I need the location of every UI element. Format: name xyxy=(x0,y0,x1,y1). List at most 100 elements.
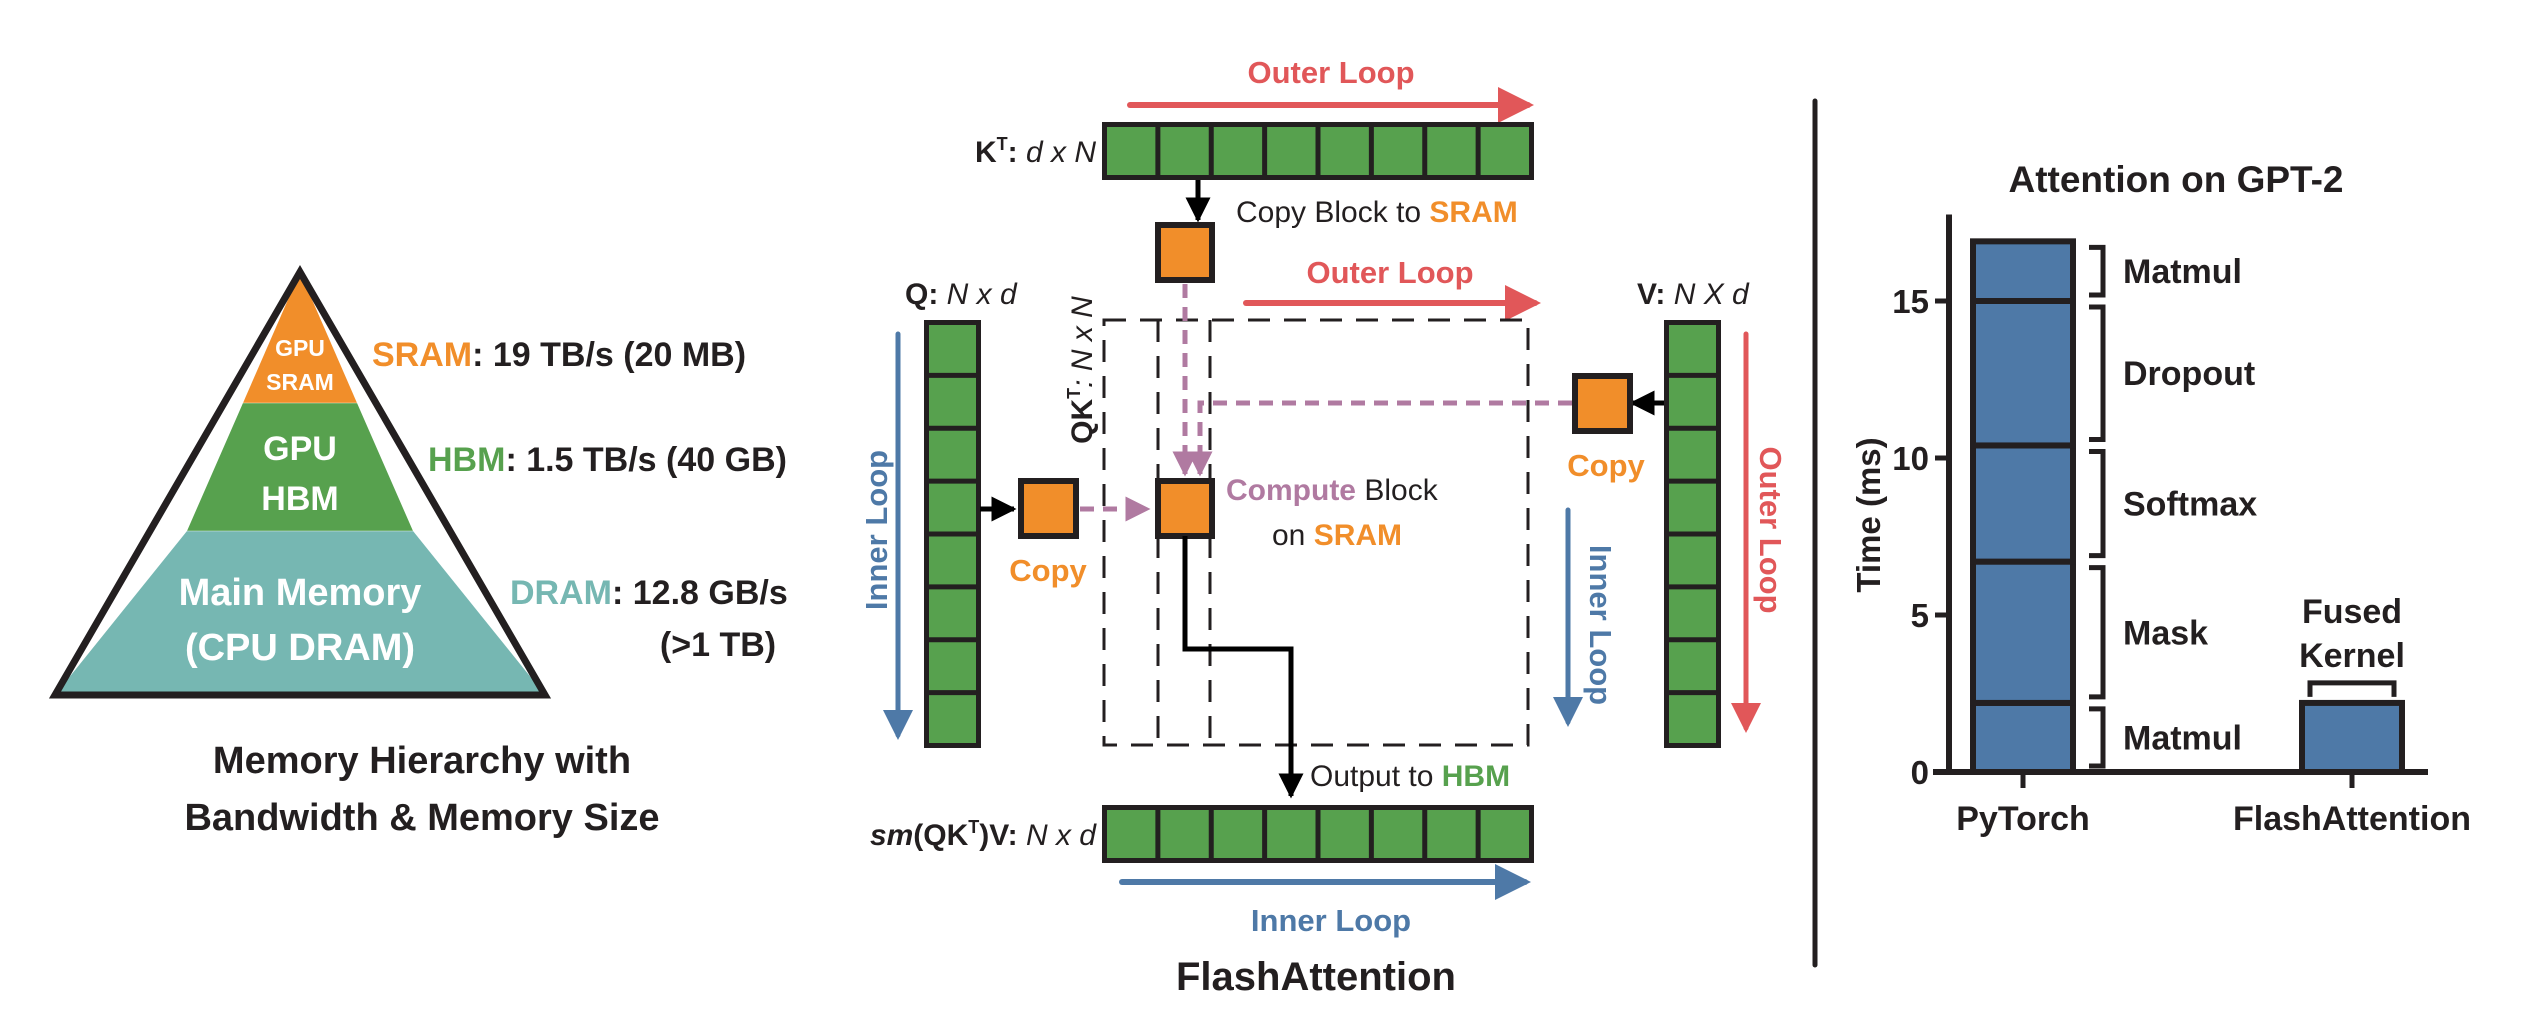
matrix-block xyxy=(1213,127,1263,175)
bar-segment-matmul xyxy=(1970,699,2076,775)
qkt-label: QKT: N x N xyxy=(1064,296,1099,444)
bar-segment-fused-kernel xyxy=(2299,699,2405,775)
copy-left-label: Copy xyxy=(1009,553,1087,588)
matrix-block xyxy=(929,695,976,743)
matrix-block xyxy=(1320,127,1369,175)
matrix-block xyxy=(1669,695,1716,743)
matrix-block xyxy=(1669,325,1716,373)
inner-loop-right-label: Inner Loop xyxy=(1583,545,1618,705)
chart-y-axis-label: Time (ms) xyxy=(1850,437,1887,592)
memory-hierarchy-panel: GPU SRAM GPU HBM Main Memory (CPU DRAM) … xyxy=(48,265,788,839)
copy-block-to-sram-text: Copy Block to SRAM xyxy=(1236,196,1518,229)
flashattention-diagram: Outer Loop KT: d x N Copy Block to SRAM … xyxy=(859,55,1788,999)
output-matrix-bar xyxy=(1102,805,1534,863)
matrix-block xyxy=(1373,810,1423,858)
matrix-block xyxy=(1427,127,1476,175)
memory-caption-line1: Memory Hierarchy with xyxy=(213,740,631,782)
matrix-block xyxy=(1427,810,1476,858)
matrix-block xyxy=(929,325,976,373)
attention-timing-chart: Attention on GPT-2 Time (ms) 051015PyTor… xyxy=(1850,159,2471,838)
matrix-block xyxy=(1160,127,1209,175)
matrix-block xyxy=(1480,127,1529,175)
matrix-block xyxy=(929,377,976,426)
matrix-block xyxy=(929,430,976,479)
pyramid-hbm-label-2: HBM xyxy=(261,480,338,518)
segment-bracket xyxy=(2089,565,2106,700)
memory-caption-line2: Bandwidth & Memory Size xyxy=(184,797,659,839)
pyramid-sram-label-2: SRAM xyxy=(266,369,334,395)
matrix-block xyxy=(1669,483,1716,532)
output-to-hbm-arrow xyxy=(1182,536,1304,799)
chart-bars xyxy=(1970,238,2405,775)
output-label: sm(QKT)V: N x d xyxy=(870,817,1097,852)
matrix-block xyxy=(1480,810,1529,858)
segment-bracket xyxy=(2089,706,2106,769)
outer-loop-right-label: Outer Loop xyxy=(1753,446,1788,613)
v-to-compute-flow xyxy=(1187,400,1572,477)
q-sram-block xyxy=(1018,478,1079,539)
segment-bracket xyxy=(2089,448,2106,559)
fused-kernel-bracket xyxy=(2307,680,2397,697)
matrix-block xyxy=(1669,589,1716,638)
kt-matrix-bar xyxy=(1102,122,1534,180)
inner-loop-left-label: Inner Loop xyxy=(859,450,894,610)
compute-block-text: Compute Block xyxy=(1226,474,1439,507)
outer-loop-top-label: Outer Loop xyxy=(1247,55,1414,90)
fused-kernel-label: Fused xyxy=(2302,593,2402,631)
pyramid-dram-label-2: (CPU DRAM) xyxy=(185,627,415,669)
pyramid-hbm-layer xyxy=(187,403,413,531)
matrix-block xyxy=(1107,127,1156,175)
output-to-hbm-text: Output to HBM xyxy=(1310,760,1510,793)
pyramid-sram-layer xyxy=(243,272,357,403)
matrix-block xyxy=(1213,810,1263,858)
matrix-block xyxy=(1107,810,1156,858)
segment-label: Softmax xyxy=(2123,486,2257,524)
bar-segment-dropout xyxy=(1970,298,2076,449)
copy-right-label: Copy xyxy=(1567,448,1645,483)
x-tick-label: FlashAttention xyxy=(2233,800,2471,838)
kt-label: KT: d x N xyxy=(975,134,1096,169)
dram-spec: DRAM: 12.8 GB/s xyxy=(510,574,788,612)
matrix-block xyxy=(1669,536,1716,585)
sram-spec: SRAM: 19 TB/s (20 MB) xyxy=(372,336,746,374)
matrix-block xyxy=(929,536,976,585)
q-matrix-column xyxy=(924,320,981,748)
segment-label: Matmul xyxy=(2123,719,2242,757)
qkt-matrix-outline xyxy=(1102,318,1530,747)
compute-on-sram-text: on SRAM xyxy=(1272,519,1402,552)
dram-size: (>1 TB) xyxy=(660,626,776,664)
matrix-block xyxy=(1160,810,1209,858)
flashattention-title: FlashAttention xyxy=(1176,955,1456,999)
v-matrix-column xyxy=(1664,320,1721,748)
y-tick-label: 0 xyxy=(1911,754,1929,791)
chart-title: Attention on GPT-2 xyxy=(2008,159,2343,200)
segment-label: Mask xyxy=(2123,614,2208,652)
q-label: Q: N x d xyxy=(905,278,1018,311)
matrix-block xyxy=(929,483,976,532)
v-sram-block xyxy=(1572,373,1633,434)
kt-sram-block xyxy=(1155,222,1215,283)
y-tick-label: 5 xyxy=(1911,597,1929,634)
matrix-block xyxy=(929,642,976,691)
pyramid-sram-label-1: GPU xyxy=(275,335,325,361)
v-label: V: N X d xyxy=(1637,278,1750,311)
pyramid-hbm-label-1: GPU xyxy=(263,430,337,468)
chart-annotations: MatmulMaskSoftmaxDropoutMatmulFusedKerne… xyxy=(2089,244,2405,769)
matrix-block xyxy=(1267,127,1316,175)
matrix-block xyxy=(1669,430,1716,479)
bar-segment-matmul xyxy=(1970,238,2076,304)
segment-label: Matmul xyxy=(2123,253,2242,291)
pyramid-dram-label-1: Main Memory xyxy=(179,572,422,614)
matrix-block xyxy=(1669,377,1716,426)
matrix-block xyxy=(929,589,976,638)
pyramid-outline xyxy=(48,265,552,699)
compute-sram-block xyxy=(1155,478,1215,539)
matrix-block xyxy=(1373,127,1423,175)
matrix-block xyxy=(1669,642,1716,691)
y-tick-label: 10 xyxy=(1892,440,1929,477)
x-tick-label: PyTorch xyxy=(1956,800,2090,838)
matrix-block xyxy=(1320,810,1369,858)
segment-label: Dropout xyxy=(2123,355,2255,393)
pyramid-dram-layer xyxy=(55,531,545,695)
